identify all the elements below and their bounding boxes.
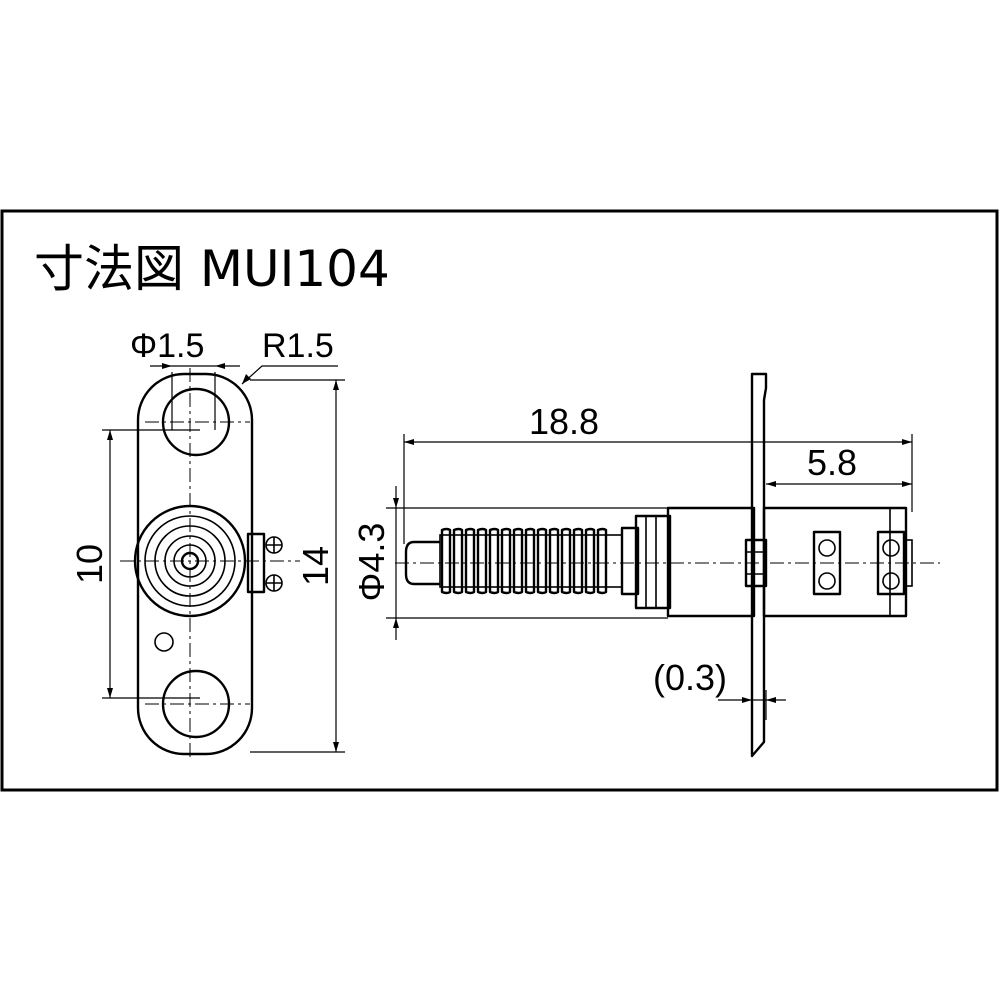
terminal-hole-2a (882, 539, 900, 557)
terminal-hole-2b (882, 572, 900, 590)
plate-thickness-label: (0.3) (653, 657, 727, 698)
hole-diameter-label: Φ1.5 (130, 327, 204, 365)
hole-pitch-label: 10 (69, 544, 110, 584)
front-body (666, 506, 756, 618)
drawing-title: 寸法図 MUI104 (34, 240, 390, 298)
overall-height-label: 14 (295, 546, 336, 586)
flange-outline (136, 372, 254, 756)
side-view: 18.8 5.8 Φ4.3 (0.3) (351, 372, 940, 758)
mounting-plate (750, 372, 768, 758)
front-view: Φ1.5 R1.5 10 14 (69, 327, 345, 760)
terminal-hole-1a (818, 539, 836, 557)
collar (634, 514, 672, 610)
body-diameter-label: Φ4.3 (351, 523, 392, 602)
spring-coil (439, 527, 623, 595)
rear-length-label: 5.8 (807, 442, 857, 483)
overall-length-label: 18.8 (529, 401, 599, 442)
rear-housing (762, 506, 908, 618)
drawing-frame (0, 209, 999, 792)
terminal-hole-1b (818, 572, 836, 590)
corner-radius-label: R1.5 (262, 327, 334, 365)
terminal-tab (246, 532, 266, 594)
small-pin-hole (154, 632, 174, 652)
